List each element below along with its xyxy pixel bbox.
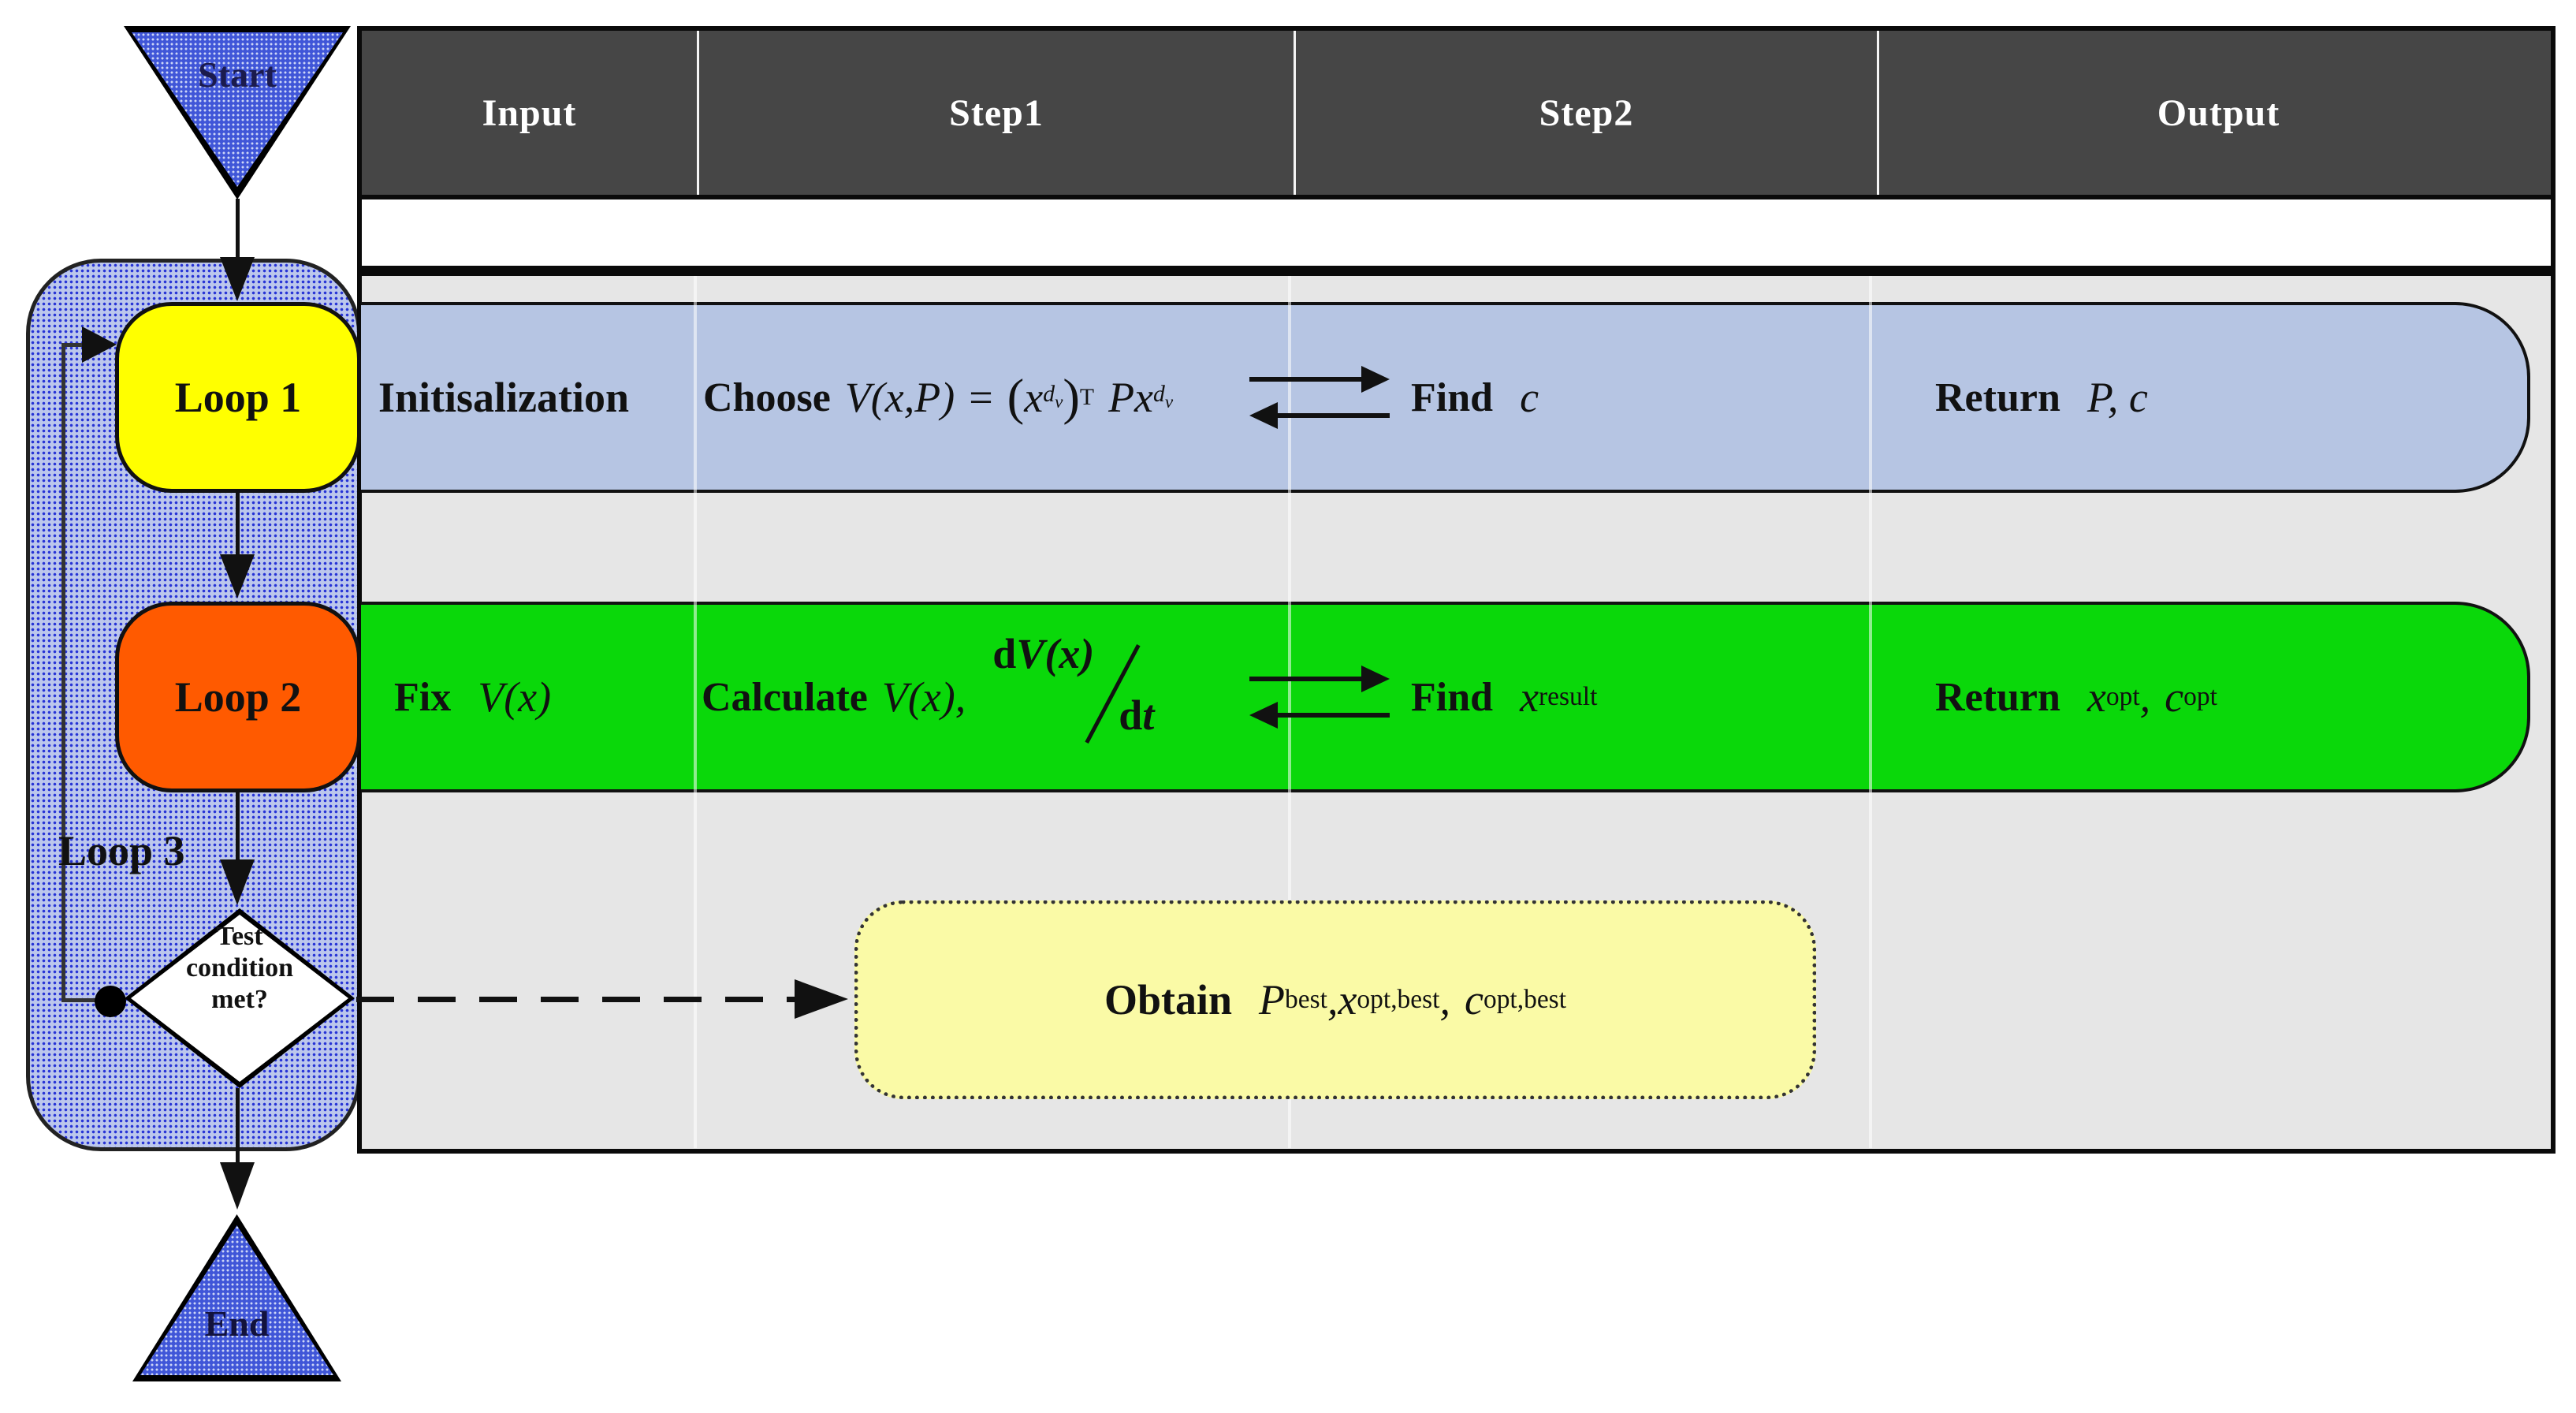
iterate-arrows-row2: [1249, 658, 1390, 736]
end-label: End: [204, 1303, 270, 1344]
dashed-connector-decision-obtain: [356, 997, 796, 1002]
row2-step1-cell: Calculate V(x), dV(x) dt: [702, 602, 1189, 792]
loop3-label: Loop 3: [58, 827, 185, 874]
column-header-step2: Step2: [1294, 31, 1877, 195]
loop1-label: Loop 1: [174, 374, 302, 421]
arrowhead-into-end: [220, 1162, 255, 1210]
loop2-node: Loop 2: [115, 602, 361, 792]
divider-input-step1: [694, 276, 697, 1148]
iterate-arrows-row1: [1249, 358, 1390, 437]
feedback-line-bottom: [61, 998, 112, 1002]
start-label: Start: [198, 54, 277, 95]
divider-step2-output: [1869, 276, 1872, 1148]
row2-input-cell: Fix V(x): [394, 673, 552, 721]
junction-dot: [95, 986, 126, 1017]
loop2-row-bar: [361, 602, 2530, 792]
column-header-input: Input: [482, 91, 577, 134]
dvdt-fraction: dV(x) dt: [992, 630, 1189, 760]
loop2-label: Loop 2: [174, 673, 302, 721]
row1-step2-cell: Find c: [1411, 374, 1539, 421]
start-terminal: [124, 26, 351, 199]
column-header-step1: Step1: [697, 31, 1294, 195]
row1-input-cell: Initisalization: [378, 302, 629, 493]
table-header-row: Input Step1 Step2 Output: [357, 26, 2556, 199]
table-header-gap: [357, 199, 2556, 266]
column-header-output: Output: [1877, 31, 2558, 195]
connector-start-loop1: [236, 199, 240, 262]
row1-output-cell: Return P, c: [1935, 374, 2148, 421]
loop1-node: Loop 1: [115, 302, 361, 493]
end-terminal: [132, 1214, 341, 1381]
feedback-line-vertical: [61, 343, 65, 1002]
decision-text: Test condition met?: [185, 922, 294, 1014]
divider-step1-step2: [1288, 276, 1291, 1148]
loop1-row-bar: [361, 302, 2530, 493]
connector-loop1-loop2: [236, 493, 240, 559]
connector-loop2-decision: [236, 791, 240, 863]
connector-decision-end: [236, 1088, 240, 1165]
feedback-line-top: [61, 343, 87, 347]
row1-input-text: Initisalization: [378, 374, 630, 421]
